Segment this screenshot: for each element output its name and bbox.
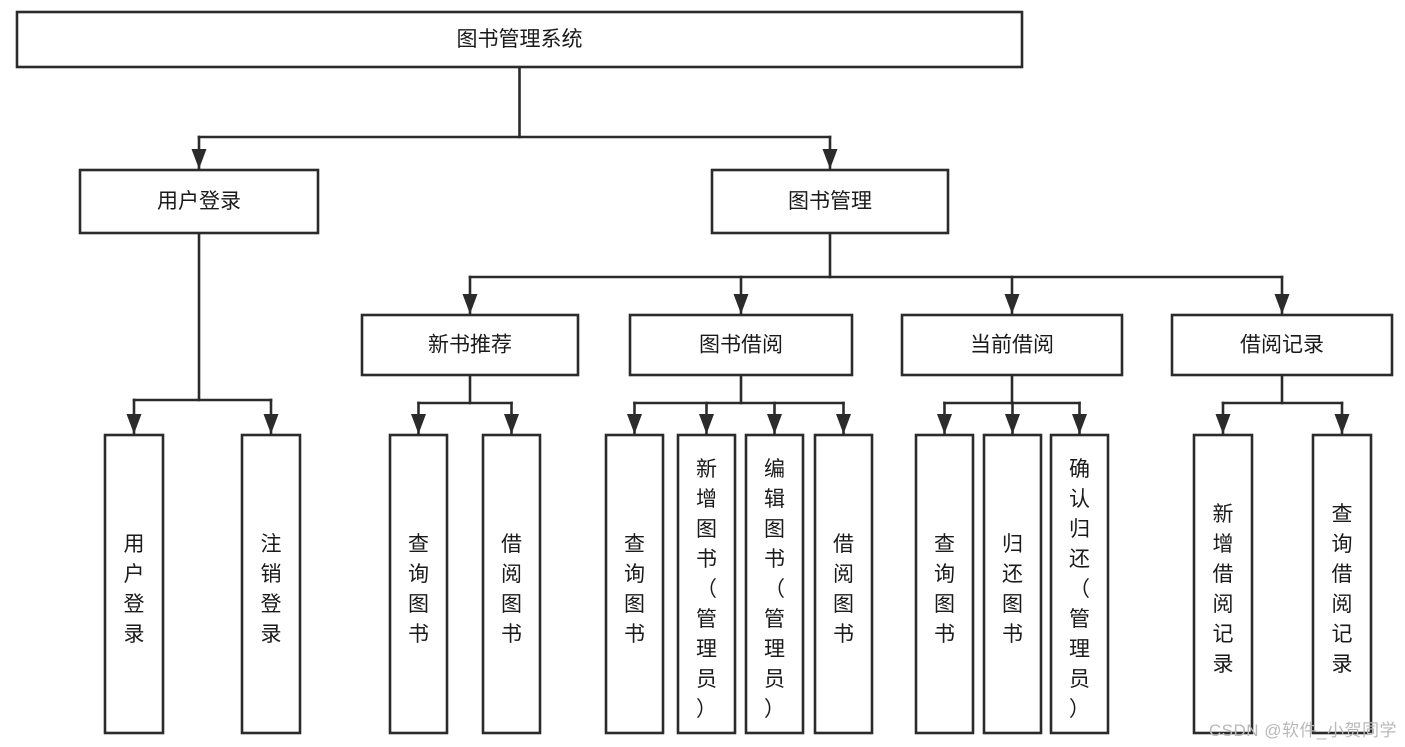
arrow-head-icon [1215, 414, 1231, 434]
arrow-head-icon [822, 149, 838, 169]
node-label-leaf-confirm-return: 确认归还（管理员） [1069, 458, 1090, 721]
node-leaf-query-book-rec[interactable]: 查询图书 [388, 433, 449, 735]
node-leaf-add-record[interactable]: 新增借阅记录 [1192, 433, 1254, 735]
node-box-leaf-confirm-return[interactable] [1049, 433, 1110, 735]
node-book-management[interactable]: 图书管理 [710, 168, 950, 235]
node-label-leaf-logout: 注销登录 [261, 533, 282, 646]
node-box-new-book-recommend[interactable] [360, 313, 580, 377]
node-box-leaf-return-book[interactable] [982, 433, 1043, 735]
node-leaf-query-book-borrow[interactable]: 查询图书 [604, 433, 665, 735]
node-box-leaf-query-book-rec[interactable] [388, 433, 449, 735]
node-leaf-query-record[interactable]: 查询借阅记录 [1311, 433, 1373, 735]
arrow-head-icon [733, 294, 749, 314]
node-borrow-record[interactable]: 借阅记录 [1170, 313, 1394, 377]
node-box-leaf-query-book-current[interactable] [914, 433, 975, 735]
node-current-borrow[interactable]: 当前借阅 [900, 313, 1124, 377]
node-new-book-recommend[interactable]: 新书推荐 [360, 313, 580, 377]
node-book-borrow[interactable]: 图书借阅 [628, 313, 854, 377]
node-user-login[interactable]: 用户登录 [78, 168, 320, 235]
edge-group [126, 231, 279, 436]
node-box-leaf-borrow-book[interactable] [813, 433, 874, 735]
node-box-user-login[interactable] [78, 168, 320, 235]
arrow-head-icon [1274, 294, 1290, 314]
arrow-head-icon [767, 414, 782, 434]
arrow-head-icon [1072, 414, 1087, 434]
diagram-nodes-layer: 图书管理系统用户登录图书管理新书推荐图书借阅当前借阅借阅记录用户登录注销登录查询… [15, 10, 1394, 735]
node-label-book-management: 图书管理 [788, 190, 872, 213]
arrow-head-icon [836, 414, 851, 434]
node-label-leaf-borrow-book-rec: 借阅图书 [501, 533, 522, 646]
node-label-root: 图书管理系统 [457, 28, 583, 51]
node-label-leaf-add-book: 新增图书（管理员） [696, 458, 717, 721]
arrow-head-icon [263, 414, 279, 434]
edge-group [937, 373, 1087, 436]
connector-edges-layer [126, 65, 1350, 436]
node-box-leaf-query-record[interactable] [1311, 433, 1373, 735]
node-label-leaf-query-book-rec: 查询图书 [408, 533, 429, 646]
node-label-current-borrow: 当前借阅 [970, 334, 1054, 357]
node-leaf-borrow-book-rec[interactable]: 借阅图书 [481, 433, 542, 735]
edge-group [191, 65, 838, 171]
node-box-leaf-user-login[interactable] [103, 433, 165, 735]
arrow-head-icon [462, 294, 478, 314]
node-box-leaf-query-book-borrow[interactable] [604, 433, 665, 735]
node-leaf-confirm-return[interactable]: 确认归还（管理员） [1049, 433, 1110, 735]
node-box-borrow-record[interactable] [1170, 313, 1394, 377]
arrow-head-icon [1005, 414, 1020, 434]
edge-group [627, 373, 851, 436]
node-label-user-login: 用户登录 [157, 190, 241, 213]
node-box-book-management[interactable] [710, 168, 950, 235]
node-label-leaf-return-book: 归还图书 [1002, 533, 1023, 646]
node-leaf-edit-book[interactable]: 编辑图书（管理员） [744, 433, 805, 735]
node-leaf-add-book[interactable]: 新增图书（管理员） [676, 433, 737, 735]
edge-group [1215, 373, 1350, 436]
node-label-new-book-recommend: 新书推荐 [428, 334, 512, 357]
node-leaf-logout[interactable]: 注销登录 [240, 433, 302, 735]
arrow-head-icon [504, 414, 519, 434]
edge-group [411, 373, 519, 436]
node-box-leaf-add-record[interactable] [1192, 433, 1254, 735]
node-box-leaf-borrow-book-rec[interactable] [481, 433, 542, 735]
node-leaf-query-book-current[interactable]: 查询图书 [914, 433, 975, 735]
arrow-head-icon [411, 414, 426, 434]
edge-group [462, 231, 1290, 316]
node-leaf-return-book[interactable]: 归还图书 [982, 433, 1043, 735]
node-label-leaf-edit-book: 编辑图书（管理员） [764, 458, 785, 721]
node-box-root[interactable] [15, 10, 1024, 69]
node-label-leaf-query-book-borrow: 查询图书 [624, 533, 645, 646]
arrow-head-icon [627, 414, 642, 434]
node-label-leaf-query-book-current: 查询图书 [934, 533, 955, 646]
node-box-current-borrow[interactable] [900, 313, 1124, 377]
arrow-head-icon [126, 414, 142, 434]
node-label-leaf-user-login: 用户登录 [124, 533, 145, 646]
arrow-head-icon [1334, 414, 1350, 434]
node-label-leaf-query-record: 查询借阅记录 [1332, 503, 1353, 676]
node-box-book-borrow[interactable] [628, 313, 854, 377]
node-label-book-borrow: 图书借阅 [699, 334, 783, 357]
arrow-head-icon [699, 414, 714, 434]
node-box-leaf-edit-book[interactable] [744, 433, 805, 735]
node-box-leaf-logout[interactable] [240, 433, 302, 735]
node-leaf-user-login[interactable]: 用户登录 [103, 433, 165, 735]
arrow-head-icon [1004, 294, 1020, 314]
arrow-head-icon [191, 149, 207, 169]
node-leaf-borrow-book[interactable]: 借阅图书 [813, 433, 874, 735]
node-label-leaf-add-record: 新增借阅记录 [1213, 503, 1234, 676]
node-root[interactable]: 图书管理系统 [15, 10, 1024, 69]
arrow-head-icon [937, 414, 952, 434]
node-box-leaf-add-book[interactable] [676, 433, 737, 735]
node-label-leaf-borrow-book: 借阅图书 [833, 533, 854, 646]
watermark-text: CSDN @软件_小贺同学 [1208, 721, 1397, 740]
node-label-borrow-record: 借阅记录 [1240, 334, 1324, 357]
